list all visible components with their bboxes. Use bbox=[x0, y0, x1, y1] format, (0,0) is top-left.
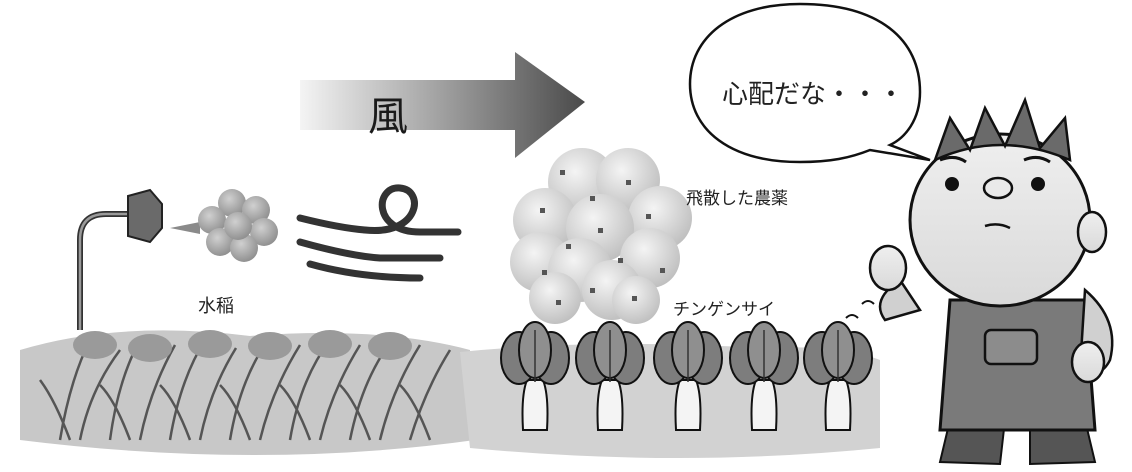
wind-swirl bbox=[296, 184, 462, 282]
rice-label: 水稲 bbox=[198, 296, 234, 317]
bokchoy-plant bbox=[803, 321, 873, 431]
speech-bubble bbox=[688, 2, 931, 164]
bokchoy-plant bbox=[653, 321, 723, 431]
bokchoy-plant bbox=[729, 321, 799, 431]
bokchoy-plant bbox=[500, 321, 570, 431]
wind-label: 風 bbox=[368, 94, 408, 140]
bokchoy-label: チンゲンサイ bbox=[673, 300, 775, 320]
speech-text: 心配だな・・・ bbox=[722, 80, 905, 110]
bokchoy-plant bbox=[575, 321, 645, 431]
sprayer-nozzle bbox=[77, 188, 200, 330]
farmer bbox=[845, 96, 1114, 466]
bokchoy-field bbox=[460, 321, 880, 458]
drift-cluster bbox=[510, 148, 692, 324]
wind-arrow bbox=[300, 52, 585, 158]
spray-cluster bbox=[198, 189, 278, 262]
rice-field bbox=[20, 330, 475, 455]
drifted-pesticide-label: 飛散した農薬 bbox=[686, 189, 788, 209]
